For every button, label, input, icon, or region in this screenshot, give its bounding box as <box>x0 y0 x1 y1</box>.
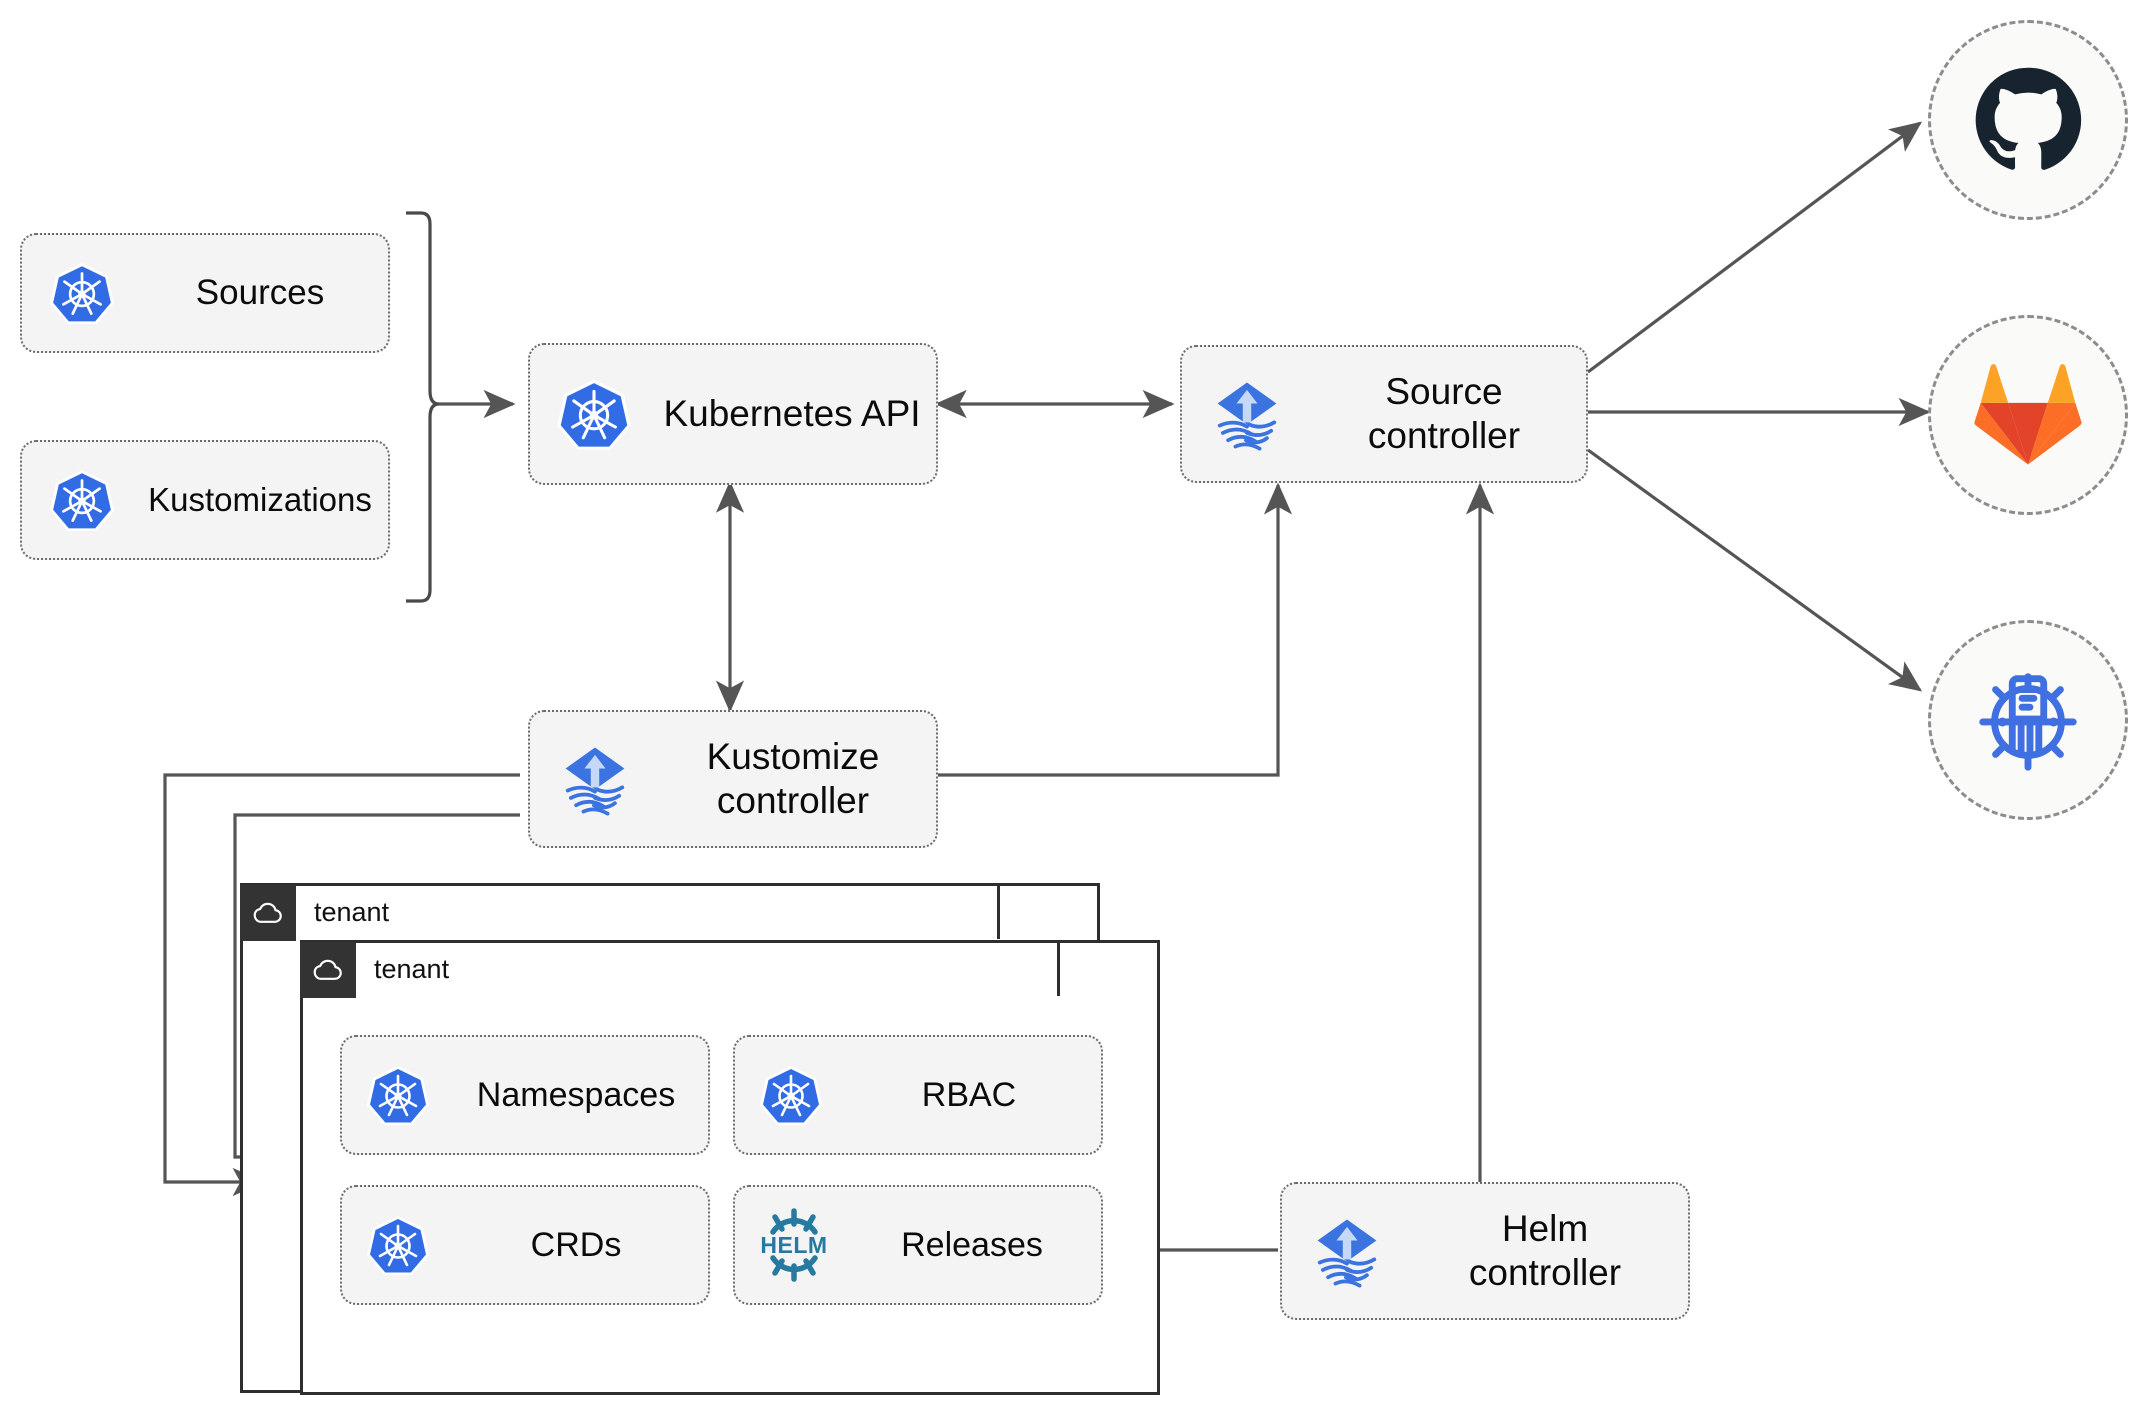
tenant-tab-inner: tenant <box>300 940 1060 998</box>
node-kustomizations[interactable]: Kustomizations <box>20 440 390 560</box>
node-label: RBAC <box>921 1075 1017 1114</box>
flux-icon <box>1182 372 1312 456</box>
tenant-label-inner: tenant <box>374 954 450 984</box>
node-helm-controller[interactable]: Helm controller <box>1280 1182 1690 1320</box>
tenant-tab-outer: tenant <box>240 883 1000 941</box>
wire-source-to-github <box>1587 121 1923 374</box>
gitlab-icon <box>1974 364 2082 465</box>
node-source-controller[interactable]: Source controller <box>1180 345 1588 483</box>
node-label: Sources <box>195 273 325 313</box>
node-label: Source controller <box>1367 371 1521 456</box>
node-rbac[interactable]: RBAC <box>733 1035 1103 1155</box>
node-label: CRDs <box>530 1225 622 1264</box>
provider-helm[interactable] <box>1928 620 2128 820</box>
node-label: Kubernetes API <box>663 393 921 435</box>
github-icon <box>1975 67 2082 170</box>
tenant-frame-inner: tenant <box>300 940 1160 1395</box>
helm-circle-icon <box>1979 673 2077 771</box>
helm-wordmark-icon: HELM <box>735 1205 853 1285</box>
node-sources[interactable]: Sources <box>20 233 390 353</box>
node-label: Kustomize controller <box>706 736 880 821</box>
flux-icon <box>530 737 660 821</box>
kubernetes-icon <box>22 467 142 533</box>
tenant-label-outer: tenant <box>314 897 390 927</box>
node-label: Helm controller <box>1468 1208 1622 1293</box>
node-kubernetes-api[interactable]: Kubernetes API <box>528 343 938 485</box>
node-label: Namespaces <box>476 1075 676 1114</box>
kubernetes-icon <box>735 1063 847 1127</box>
node-namespaces[interactable]: Namespaces <box>340 1035 710 1155</box>
svg-text:HELM: HELM <box>760 1232 827 1258</box>
resources-group-brace <box>406 211 440 603</box>
kubernetes-icon <box>22 260 142 326</box>
node-releases[interactable]: HELM Releases <box>733 1185 1103 1305</box>
wire-source-to-helm <box>1587 448 1923 692</box>
kubernetes-icon <box>342 1063 454 1127</box>
provider-gitlab[interactable] <box>1928 315 2128 515</box>
cloud-icon <box>240 884 296 941</box>
provider-github[interactable] <box>1928 20 2128 220</box>
wire-kustomize-to-source-controller <box>938 482 1293 777</box>
node-label: Releases <box>901 1225 1043 1264</box>
cloud-icon <box>300 941 356 998</box>
kubernetes-icon <box>530 376 658 452</box>
node-label: Kustomizations <box>148 480 372 518</box>
node-crds[interactable]: CRDs <box>340 1185 710 1305</box>
flux-icon <box>1282 1209 1412 1293</box>
kubernetes-icon <box>342 1213 454 1277</box>
node-kustomize-controller[interactable]: Kustomize controller <box>528 710 938 848</box>
